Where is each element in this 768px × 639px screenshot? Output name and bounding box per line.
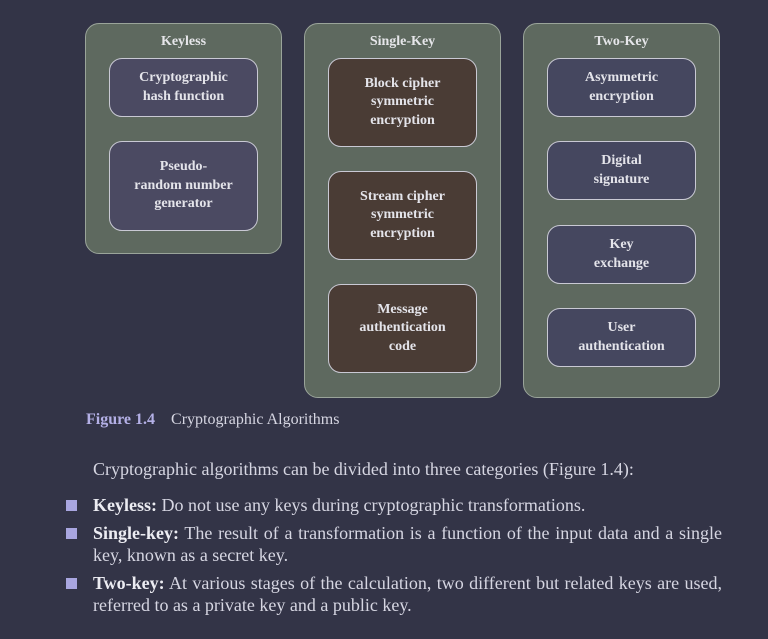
bullet-square-icon: [66, 578, 77, 589]
prng-box: Pseudo- random number generator: [109, 141, 258, 231]
bullet-item-two-key: Two-key: At various stages of the calcul…: [66, 572, 722, 616]
hash-function-box: Cryptographic hash function: [109, 58, 258, 117]
stream-cipher-box: Stream cipher symmetric encryption: [328, 171, 477, 260]
bullet-term: Two-key:: [93, 573, 165, 593]
bullet-square-icon: [66, 528, 77, 539]
bullet-text: Do not use any keys during cryptographic…: [156, 495, 586, 515]
figure-caption-number: Figure 1.4: [86, 411, 156, 428]
bullet-item-single-key: Single-key: The result of a transformati…: [66, 522, 722, 566]
asymmetric-encryption-box: Asymmetric encryption: [547, 58, 696, 117]
bullet-item-keyless: Keyless: Do not use any keys during cryp…: [66, 494, 722, 516]
user-authentication-box: User authentication: [547, 308, 696, 367]
bullet-term: Single-key:: [93, 523, 180, 543]
intro-paragraph: Cryptographic algorithms can be divided …: [93, 459, 634, 479]
bullet-text: At various stages of the calculation, tw…: [93, 573, 722, 615]
bullet-square-icon: [66, 500, 77, 511]
key-exchange-box: Key exchange: [547, 225, 696, 284]
figure-caption: Figure 1.4 Cryptographic Algorithms: [86, 411, 339, 429]
bullet-text: The result of a transformation is a func…: [93, 523, 722, 565]
digital-signature-box: Digital signature: [547, 141, 696, 200]
block-cipher-box: Block cipher symmetric encryption: [328, 58, 477, 147]
two-key-panel-title: Two-Key: [594, 34, 649, 49]
keyless-panel-title: Keyless: [160, 34, 207, 49]
single-key-panel-title: Single-Key: [369, 34, 436, 49]
figure-caption-text: Cryptographic Algorithms: [171, 411, 340, 428]
bullet-term: Keyless:: [93, 495, 157, 515]
message-authentication-code-box: Message authentication code: [328, 284, 477, 373]
